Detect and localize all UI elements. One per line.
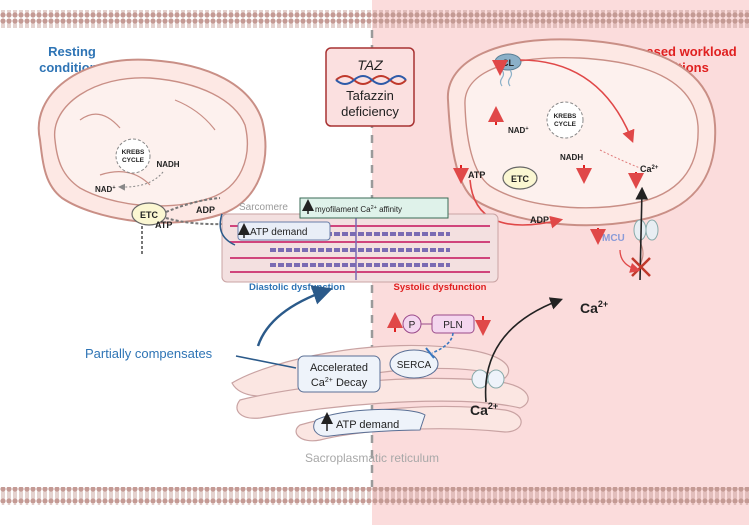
decay-line1: Accelerated bbox=[310, 362, 368, 374]
nadh-left: NADH bbox=[156, 160, 179, 169]
tafazzin-box: TAZ Tafazzin deficiency bbox=[325, 47, 415, 127]
nad-right: NAD+ bbox=[508, 126, 529, 135]
krebs-left-line2: CYCLE bbox=[122, 157, 145, 164]
adp-right: ADP bbox=[530, 215, 549, 225]
left-title-line1: Resting bbox=[48, 44, 96, 59]
sarcoplasmic-reticulum: ATP demand Accelerated Ca2+ Decay SERCA bbox=[231, 344, 529, 442]
ca-mito-right: Ca2+ bbox=[640, 164, 659, 174]
mcu-label: MCU bbox=[602, 233, 625, 244]
sr-label: Sacroplasmatic reticulum bbox=[305, 451, 439, 465]
atp-right: ATP bbox=[468, 170, 485, 180]
mitochondrion-right: KREBS CYCLE NAD+ NADH ETC ATP ADP Ca2+ C… bbox=[446, 38, 717, 265]
krebs-left-line1: KREBS bbox=[122, 149, 145, 156]
etc-left: ETC bbox=[140, 210, 159, 220]
phospholamban: P PLN bbox=[387, 312, 491, 359]
sr-atp-demand: ATP demand bbox=[336, 419, 399, 431]
systolic-dysfunction: Systolic dysfunction bbox=[394, 282, 487, 293]
sarcomere: Sarcomere ATP demand myofilament Ca2+ af… bbox=[219, 197, 499, 283]
sarcomere-label: Sarcomere bbox=[239, 202, 288, 213]
diastolic-dysfunction: Diastolic dysfunction bbox=[249, 282, 345, 293]
nadh-right: NADH bbox=[560, 153, 583, 162]
nad-left: NAD+ bbox=[95, 185, 116, 194]
cl-label: CL bbox=[502, 58, 514, 68]
partially-compensates: Partially compensates bbox=[85, 346, 213, 361]
ca-sr: Ca2+ bbox=[470, 401, 498, 418]
mitochondrion-left: KREBS CYCLE NADH NAD+ ETC ADP ATP bbox=[37, 58, 267, 255]
p-label: P bbox=[409, 320, 416, 331]
adp-left: ADP bbox=[196, 205, 215, 215]
membrane-bottom bbox=[0, 487, 749, 505]
krebs-right-line2: CYCLE bbox=[554, 121, 577, 128]
etc-right: ETC bbox=[511, 174, 530, 184]
sarcomere-atp-demand: ATP demand bbox=[250, 227, 307, 238]
pln-label: PLN bbox=[443, 320, 462, 331]
myofilament-affinity: myofilament Ca2+ affinity bbox=[315, 205, 402, 214]
ca-cytosol: Ca2+ bbox=[580, 299, 608, 316]
right-mito-arrows bbox=[453, 60, 651, 281]
decay-line2: Ca2+ Decay bbox=[311, 377, 368, 389]
membrane-top bbox=[0, 10, 749, 28]
atp-left: ATP bbox=[155, 220, 172, 230]
tafazzin-title-line2: deficiency bbox=[341, 104, 399, 119]
krebs-right-line1: KREBS bbox=[554, 113, 577, 120]
taz-gene-label: TAZ bbox=[357, 57, 383, 73]
serca-label: SERCA bbox=[397, 360, 432, 371]
tafazzin-title-line1: Tafazzin bbox=[346, 88, 394, 103]
